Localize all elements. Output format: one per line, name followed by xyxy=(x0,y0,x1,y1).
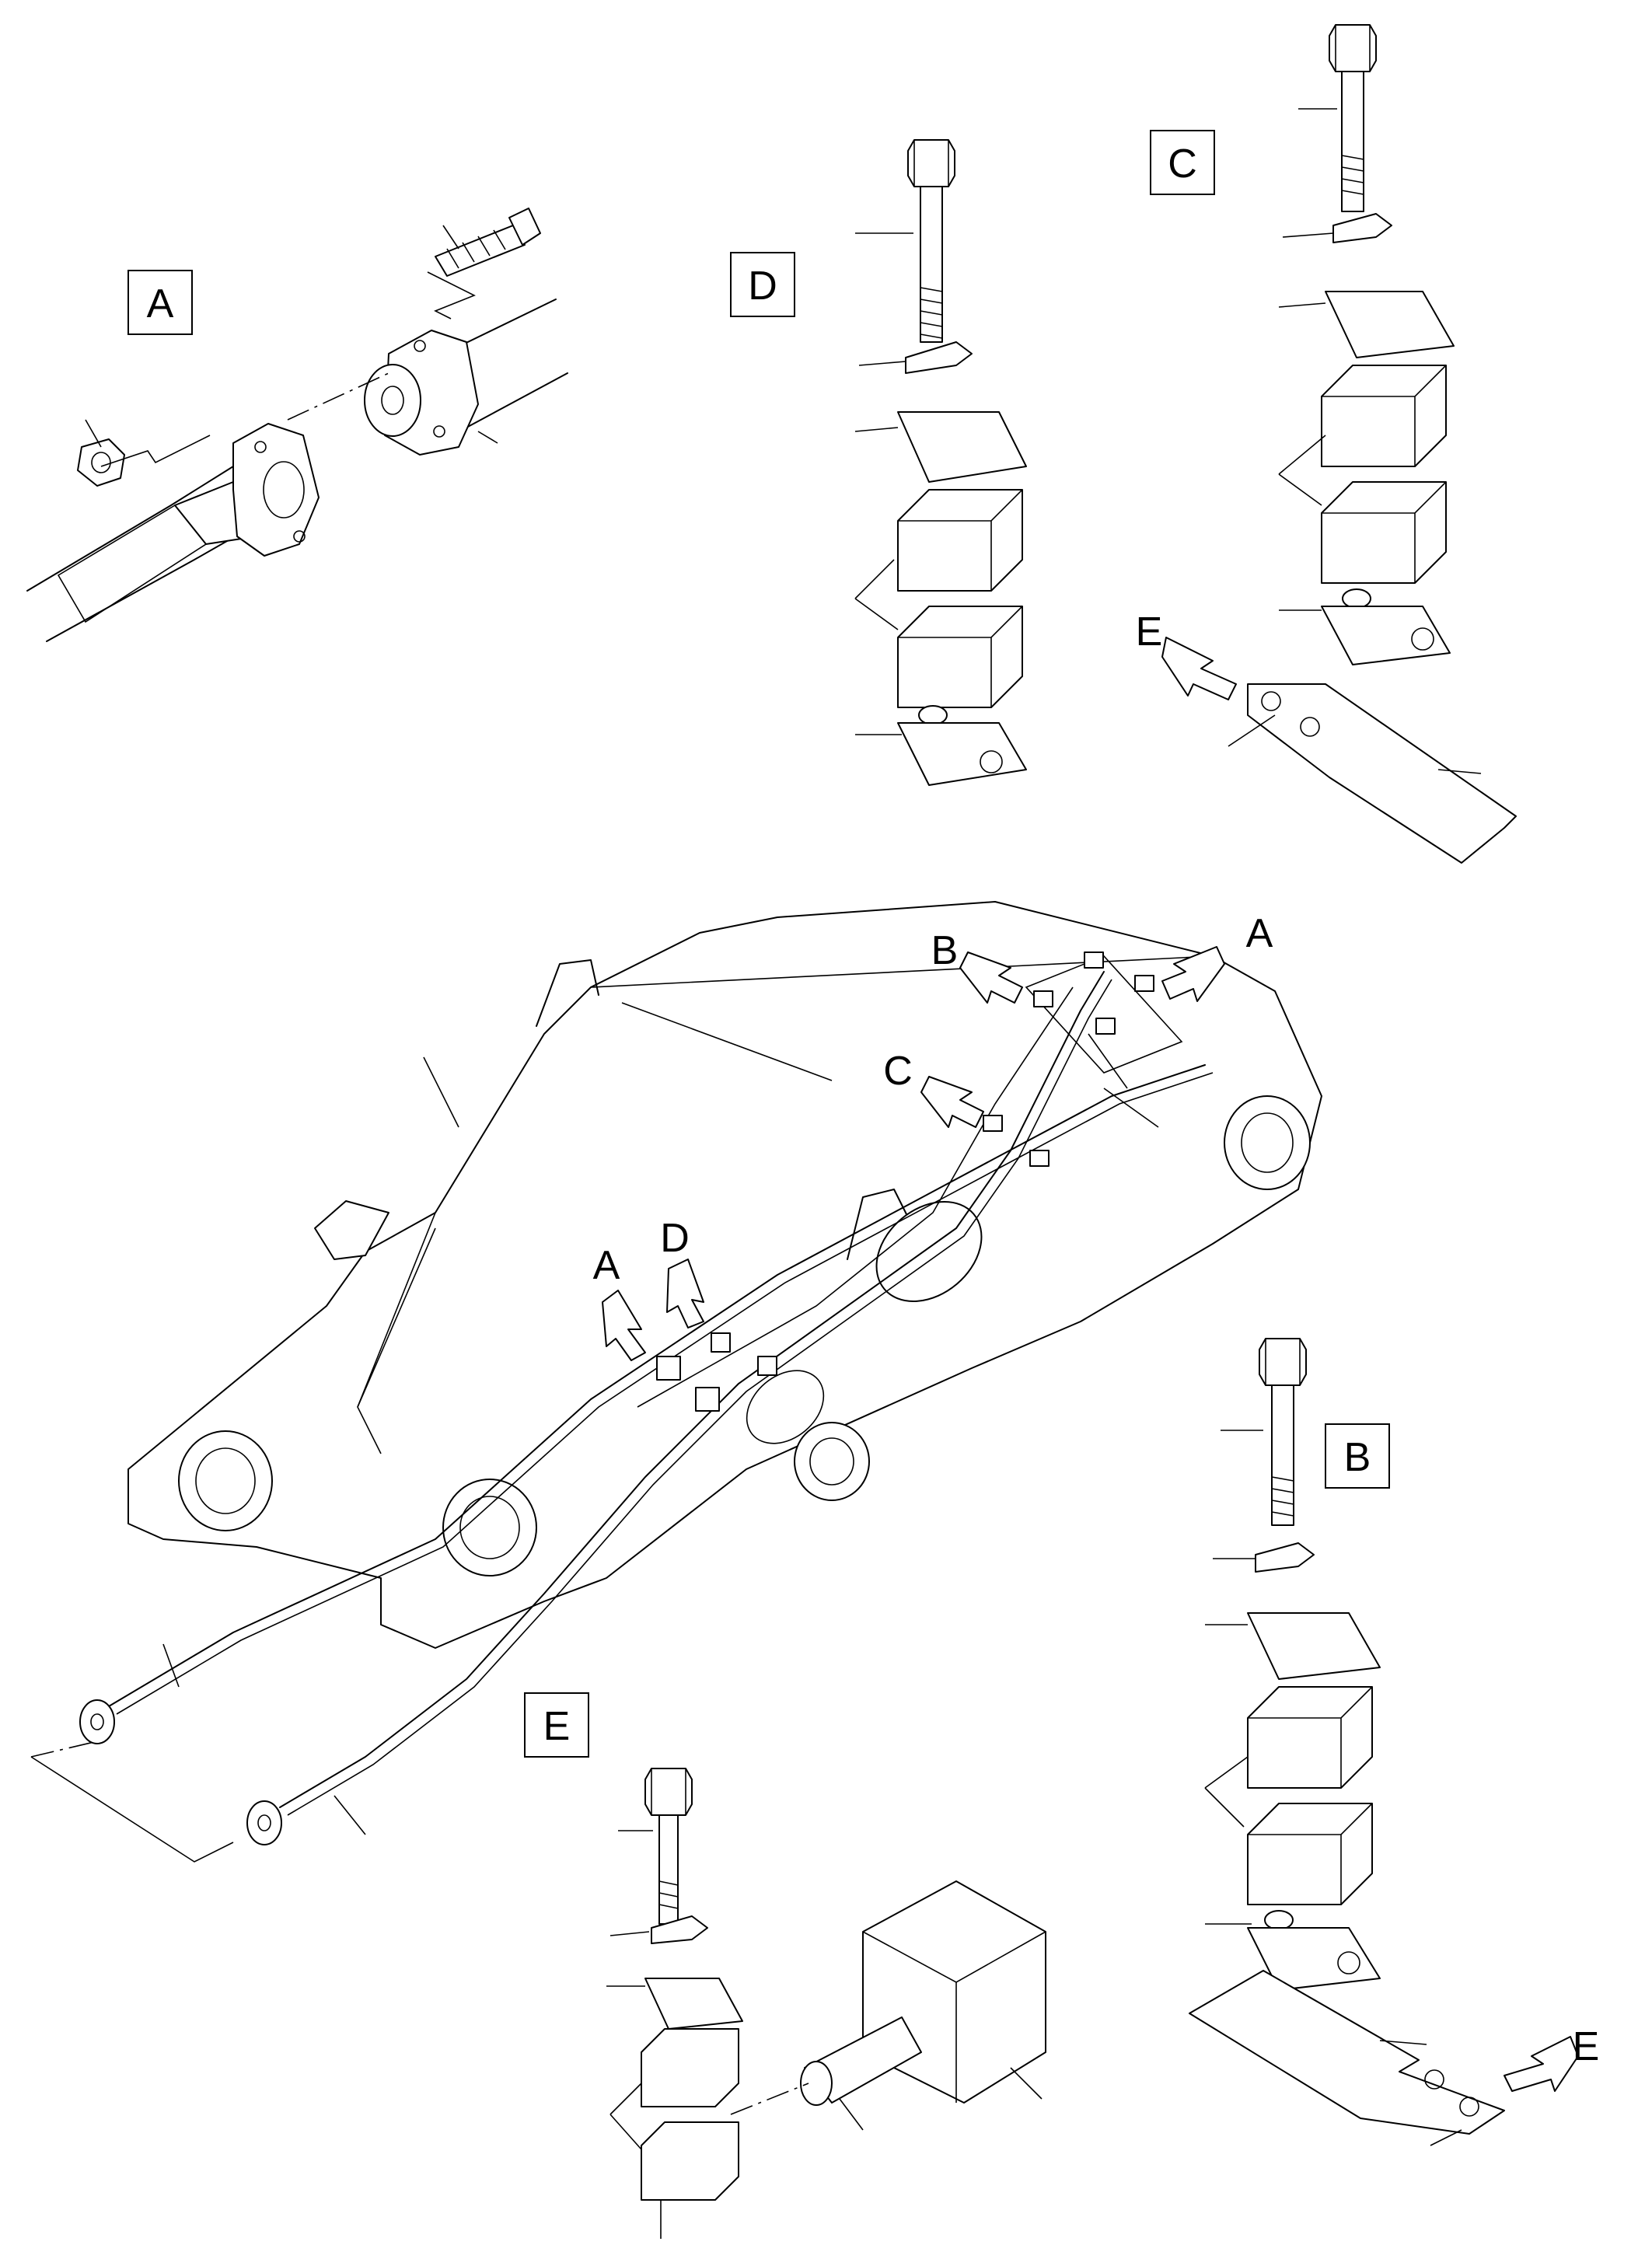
bolt-head-icon xyxy=(1259,1338,1307,1386)
callout-box-d xyxy=(730,252,795,317)
view-arrow-a-icon xyxy=(1161,946,1225,1002)
detail-c-clamp: C xyxy=(1150,24,1517,864)
bolt-head-icon xyxy=(644,1768,693,1816)
detail-d-clamp: D xyxy=(730,139,1027,786)
bolt-head-icon xyxy=(907,139,955,187)
arrow-label-a-lower: A xyxy=(593,1243,620,1288)
callout-box-e xyxy=(524,1692,589,1758)
callout-box-c xyxy=(1150,130,1215,195)
callout-label-d: D xyxy=(748,264,777,309)
boom-assembly xyxy=(30,901,1322,1863)
callout-label-b: B xyxy=(1344,1435,1371,1480)
arrow-label-a: A xyxy=(1246,911,1273,956)
view-arrow-d-icon xyxy=(666,1259,704,1329)
arrow-label-c: C xyxy=(883,1049,913,1094)
view-arrow-b-icon xyxy=(959,951,1023,1004)
view-arrow-e-lower-icon xyxy=(1504,2036,1579,2092)
detail-a-hose-flange: A xyxy=(26,208,568,642)
bolt-head-icon xyxy=(1329,24,1377,72)
callout-label-e: E xyxy=(543,1704,571,1749)
callout-label-c: C xyxy=(1168,141,1197,187)
view-arrows: A B C D A E E xyxy=(593,609,1600,2092)
callout-label-a: A xyxy=(147,281,174,326)
detail-b-clamp: B xyxy=(1189,1338,1505,2146)
arrow-label-e-upper: E xyxy=(1136,609,1163,655)
callout-box-a xyxy=(127,270,193,335)
view-arrow-a-lower-icon xyxy=(602,1290,646,1361)
detail-e-clamp-block: E xyxy=(524,1692,1046,2239)
arrow-label-e-lower: E xyxy=(1573,2024,1600,2069)
callout-box-b xyxy=(1325,1423,1390,1489)
view-arrow-c-icon xyxy=(920,1076,984,1128)
arrow-label-d: D xyxy=(660,1216,690,1261)
arrow-label-b: B xyxy=(931,928,959,973)
view-arrow-e-icon xyxy=(1161,637,1237,700)
